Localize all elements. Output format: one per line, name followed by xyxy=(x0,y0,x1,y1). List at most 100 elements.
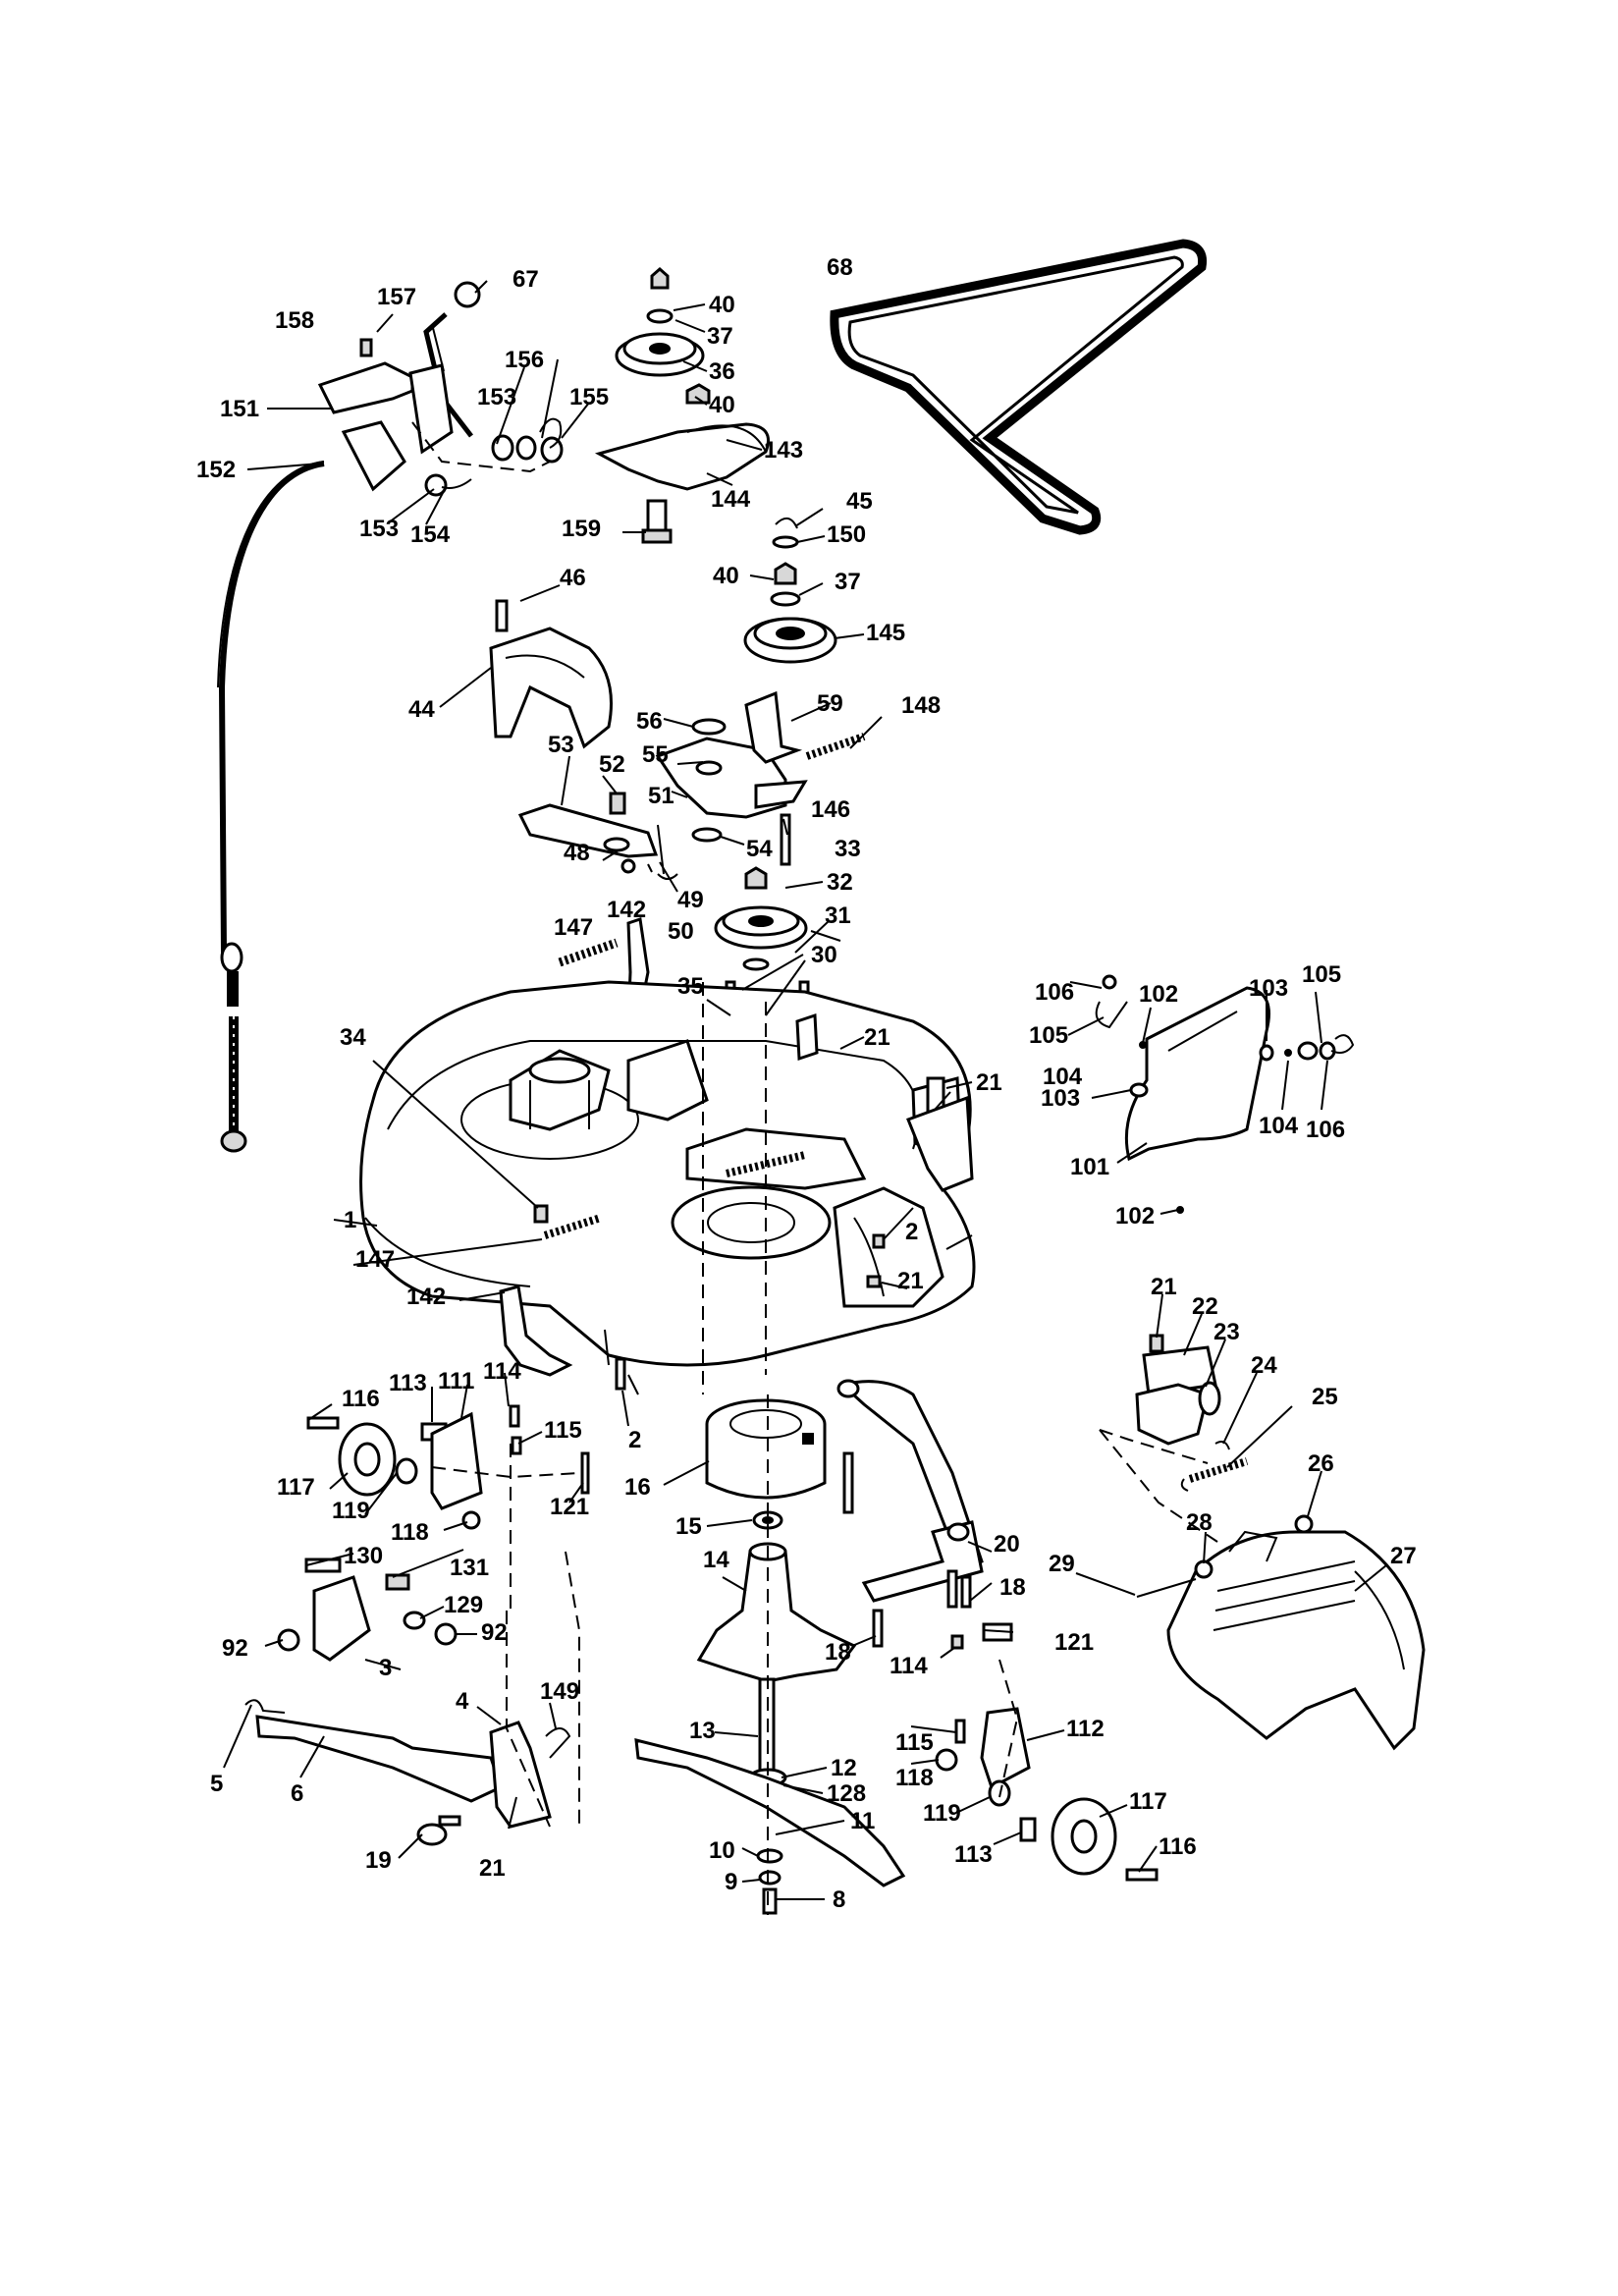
right-gauge-wheel-assembly xyxy=(935,1622,1159,1882)
label-23: 23 xyxy=(1214,1319,1240,1345)
label-142: 142 xyxy=(406,1284,446,1310)
label-24: 24 xyxy=(1251,1352,1277,1379)
label-37: 37 xyxy=(835,569,861,595)
label-149: 149 xyxy=(540,1678,579,1705)
right-hanger-bracket xyxy=(906,1076,1314,1543)
label-8: 8 xyxy=(833,1886,845,1913)
label-92: 92 xyxy=(222,1635,248,1662)
label-116: 116 xyxy=(1159,1833,1197,1860)
label-121: 121 xyxy=(1054,1629,1094,1656)
label-146: 146 xyxy=(811,796,850,823)
label-3: 3 xyxy=(379,1655,392,1681)
label-101: 101 xyxy=(1070,1154,1109,1180)
label-106: 106 xyxy=(1035,979,1074,1006)
label-21: 21 xyxy=(897,1268,924,1294)
label-53: 53 xyxy=(548,732,574,758)
label-59: 59 xyxy=(817,690,843,717)
lower-left-hanger xyxy=(499,1285,626,1391)
label-51: 51 xyxy=(648,783,674,809)
label-144: 144 xyxy=(711,486,751,513)
label-155: 155 xyxy=(569,384,609,410)
label-68: 68 xyxy=(827,254,853,281)
label-121: 121 xyxy=(550,1494,589,1520)
label-113: 113 xyxy=(954,1841,993,1868)
idler-arm-bracket xyxy=(655,690,866,866)
label-40: 40 xyxy=(713,563,739,589)
spindle-and-blade-assembly xyxy=(634,1394,906,1915)
label-20: 20 xyxy=(994,1531,1020,1558)
left-lift-arm-assembly xyxy=(244,1551,580,1846)
label-12: 12 xyxy=(831,1755,857,1781)
label-25: 25 xyxy=(1312,1384,1338,1410)
label-55: 55 xyxy=(642,741,669,768)
label-104: 104 xyxy=(1259,1113,1299,1139)
label-142: 142 xyxy=(607,897,646,923)
label-117: 117 xyxy=(277,1474,315,1501)
label-153: 153 xyxy=(477,384,516,410)
label-21: 21 xyxy=(976,1069,1002,1096)
label-114: 114 xyxy=(890,1653,928,1679)
label-21: 21 xyxy=(479,1855,506,1882)
label-13: 13 xyxy=(689,1718,716,1744)
label-26: 26 xyxy=(1308,1450,1334,1477)
label-11: 11 xyxy=(850,1808,875,1834)
label-106: 106 xyxy=(1306,1117,1345,1143)
label-105: 105 xyxy=(1029,1022,1068,1049)
label-2: 2 xyxy=(905,1219,918,1245)
label-16: 16 xyxy=(624,1474,651,1501)
label-48: 48 xyxy=(564,840,590,866)
label-156: 156 xyxy=(505,347,544,373)
label-21: 21 xyxy=(864,1024,890,1051)
label-157: 157 xyxy=(377,284,416,310)
discharge-deflector xyxy=(1095,974,1355,1214)
part-number-labels: 1 2 2 3 4 5 6 8 9 10 11 12 128 13 14 15 … xyxy=(196,254,1417,1913)
label-111: 111 xyxy=(438,1368,474,1394)
label-102: 102 xyxy=(1139,981,1178,1008)
label-143: 143 xyxy=(764,437,803,464)
label-103: 103 xyxy=(1249,975,1288,1002)
label-153: 153 xyxy=(359,516,399,542)
label-52: 52 xyxy=(599,751,625,778)
label-115: 115 xyxy=(895,1729,934,1756)
label-113: 113 xyxy=(389,1370,427,1396)
label-19: 19 xyxy=(365,1847,392,1874)
label-21: 21 xyxy=(1151,1274,1177,1300)
label-40: 40 xyxy=(709,392,735,418)
label-49: 49 xyxy=(677,887,704,913)
label-154: 154 xyxy=(410,521,451,548)
label-148: 148 xyxy=(901,692,941,719)
label-159: 159 xyxy=(562,516,601,542)
label-103: 103 xyxy=(1041,1085,1080,1112)
lift-link xyxy=(517,792,678,880)
label-104: 104 xyxy=(1043,1064,1083,1090)
belt-guard-left xyxy=(489,599,613,749)
lift-lever-assembly xyxy=(317,281,564,497)
label-46: 46 xyxy=(560,565,586,591)
label-119: 119 xyxy=(923,1800,961,1827)
leader-lines xyxy=(223,280,1387,1900)
label-18: 18 xyxy=(825,1639,851,1666)
label-6: 6 xyxy=(291,1780,303,1807)
label-28: 28 xyxy=(1186,1509,1213,1536)
label-37: 37 xyxy=(707,323,733,350)
label-105: 105 xyxy=(1302,961,1341,988)
label-152: 152 xyxy=(196,457,236,483)
label-15: 15 xyxy=(675,1513,702,1540)
idler-pulley-assembly-top xyxy=(594,267,770,544)
label-30: 30 xyxy=(811,942,837,968)
right-rod-assembly xyxy=(836,1379,984,1648)
label-29: 29 xyxy=(1049,1551,1075,1577)
label-112: 112 xyxy=(1066,1716,1105,1742)
label-117: 117 xyxy=(1129,1788,1167,1815)
label-56: 56 xyxy=(636,708,663,735)
label-5: 5 xyxy=(210,1771,223,1797)
label-102: 102 xyxy=(1115,1203,1155,1230)
label-130: 130 xyxy=(344,1543,383,1569)
label-147: 147 xyxy=(554,914,593,941)
mulch-chute-cover xyxy=(1136,1530,1426,1751)
label-1: 1 xyxy=(344,1207,356,1233)
label-128: 128 xyxy=(827,1780,866,1807)
label-36: 36 xyxy=(709,358,735,385)
label-131: 131 xyxy=(450,1555,489,1581)
